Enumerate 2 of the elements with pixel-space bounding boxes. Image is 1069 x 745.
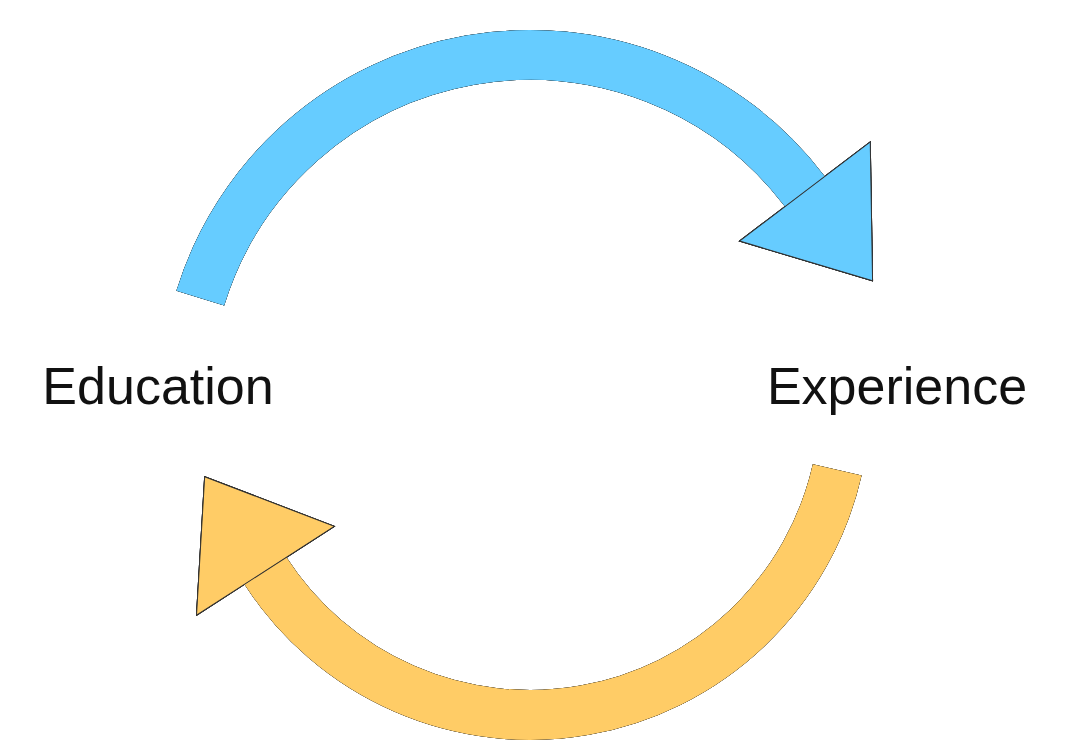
node-label: Education: [42, 356, 274, 416]
node-label: Experience: [766, 356, 1028, 416]
